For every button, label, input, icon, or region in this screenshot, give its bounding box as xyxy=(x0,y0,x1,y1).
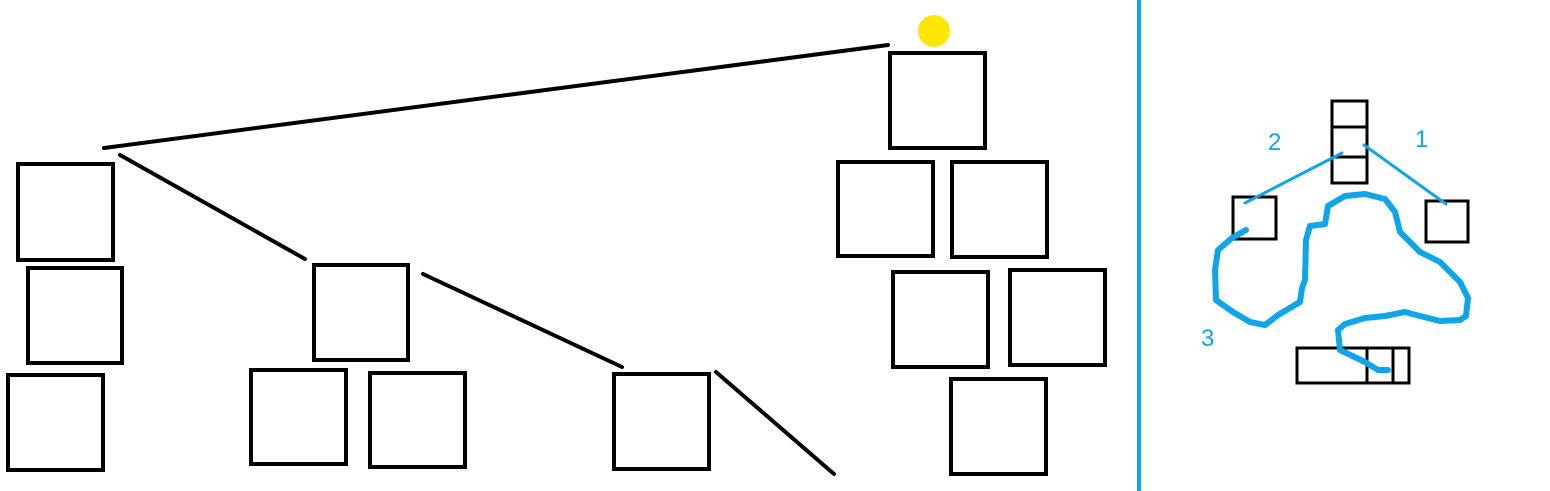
path-label-3: 3 xyxy=(1201,325,1214,352)
box-middle-bottom-right xyxy=(368,371,467,469)
box-tower-row1-left xyxy=(836,160,935,258)
box-tower-row1-right xyxy=(950,160,1049,259)
line-top-to-left-stack xyxy=(102,43,890,150)
box-right-single xyxy=(612,372,711,471)
box-middle-top xyxy=(312,263,410,362)
box-left-3 xyxy=(6,373,105,472)
box-left-1 xyxy=(16,162,115,262)
line-middle-to-right xyxy=(421,272,624,369)
line-right-to-bottom xyxy=(714,370,836,476)
path-label-2: 2 xyxy=(1268,129,1281,156)
small-box-stack-bottom xyxy=(1330,155,1369,185)
box-tower-row2-right xyxy=(1008,268,1107,367)
small-box-stack-middle xyxy=(1330,125,1369,159)
yellow-marker xyxy=(918,15,950,47)
small-box-right xyxy=(1424,199,1470,244)
box-left-2 xyxy=(26,266,124,365)
blue-path-2 xyxy=(1243,151,1344,205)
box-middle-bottom-left xyxy=(249,368,348,466)
box-tower-top xyxy=(888,51,987,150)
line-left-to-middle xyxy=(118,153,307,261)
box-tower-row2-left xyxy=(891,270,990,369)
small-box-stack-top xyxy=(1330,99,1369,129)
path-label-1: 1 xyxy=(1415,126,1428,153)
blue-path-3 xyxy=(1212,191,1471,373)
blue-path-1 xyxy=(1362,143,1448,206)
box-tower-bottom xyxy=(949,377,1048,476)
